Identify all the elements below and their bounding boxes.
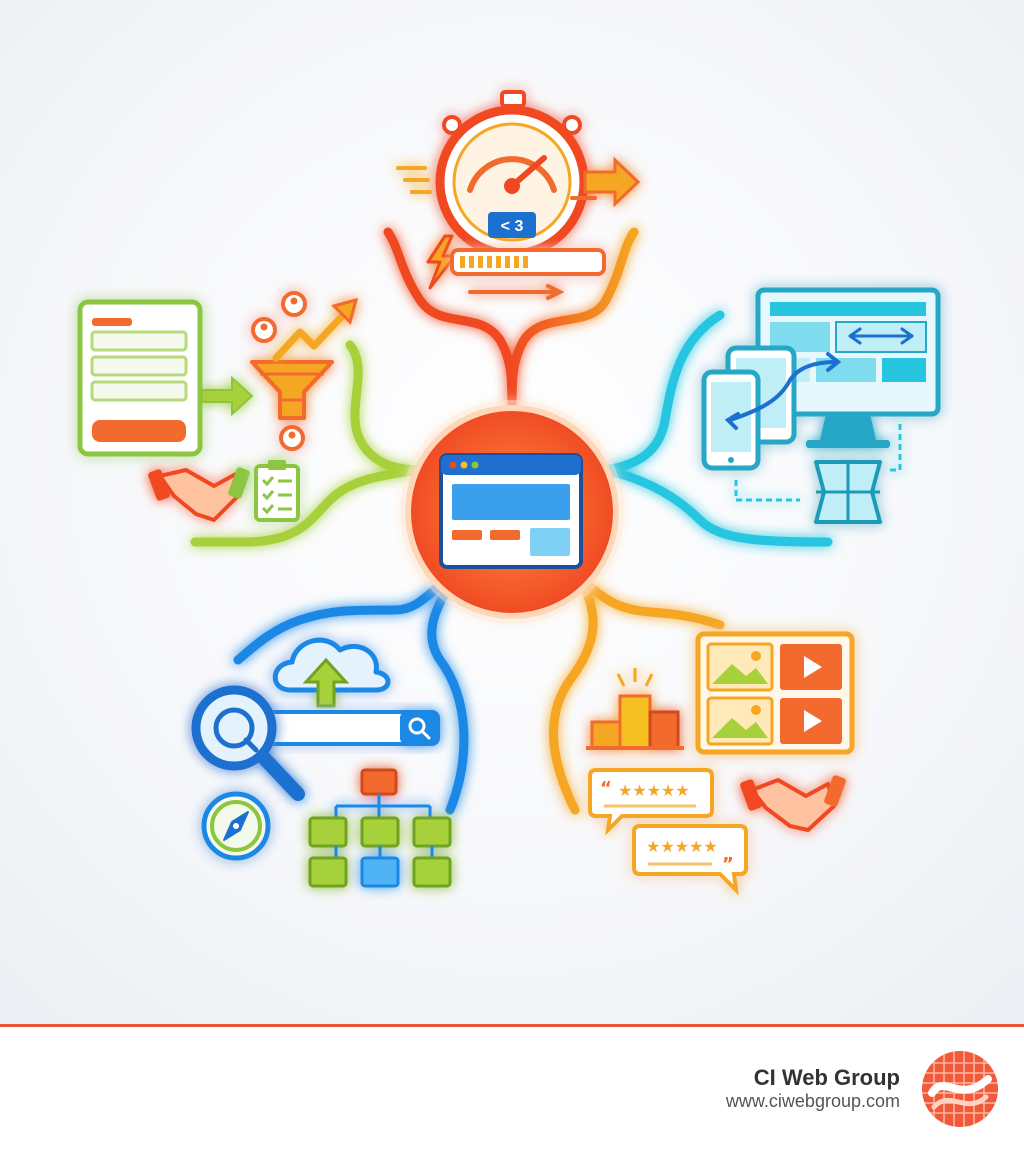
sitemap-icon — [308, 768, 452, 888]
search-bar-icon — [256, 710, 440, 746]
review-bubble-icon: “ ★★★★★ ★★★★★ ” — [588, 768, 748, 896]
brand-name: CI Web Group — [753, 1065, 900, 1090]
web-page-hub-icon — [400, 400, 624, 624]
branch-left — [190, 340, 425, 547]
svg-text:★★★★★: ★★★★★ — [646, 837, 718, 856]
svg-text:“: “ — [600, 778, 612, 799]
handshake-icon — [148, 467, 250, 522]
compass-icon — [201, 791, 271, 861]
brand-url-link[interactable]: www.ciwebgroup.com — [725, 1091, 900, 1111]
handshake-icon-right — [740, 775, 846, 832]
stopwatch-speed-icon: < 3 — [396, 90, 641, 259]
svg-text:★★★★★: ★★★★★ — [618, 781, 690, 800]
footer-divider — [0, 1024, 1024, 1027]
lightning-icon — [426, 234, 457, 290]
branch-bottom-left — [233, 565, 469, 815]
media-grid-icon — [695, 631, 855, 755]
branch-top — [383, 227, 639, 415]
branch-right — [600, 310, 833, 547]
lead-form-icon — [77, 299, 254, 457]
mind-map-illustration: < 3 — [0, 0, 1024, 1024]
checklist-icon — [254, 460, 300, 522]
magnifier-icon — [191, 685, 305, 801]
loading-bar-icon — [450, 248, 606, 300]
svg-text:”: ” — [722, 854, 734, 875]
responsive-devices-icon — [701, 287, 941, 524]
ciwebgroup-logo-icon — [922, 1051, 998, 1127]
speed-badge-text: < 3 — [501, 218, 524, 235]
growth-arrow-icon — [272, 297, 359, 362]
branch-bottom-right — [549, 565, 725, 815]
cloud-upload-icon — [272, 637, 391, 708]
footer: CI Web Group www.ciwebgroup.com — [0, 1027, 1024, 1154]
conversion-funnel-icon — [250, 291, 334, 451]
diagram-svg: < 3 — [77, 90, 941, 896]
podium-icon — [586, 668, 684, 750]
